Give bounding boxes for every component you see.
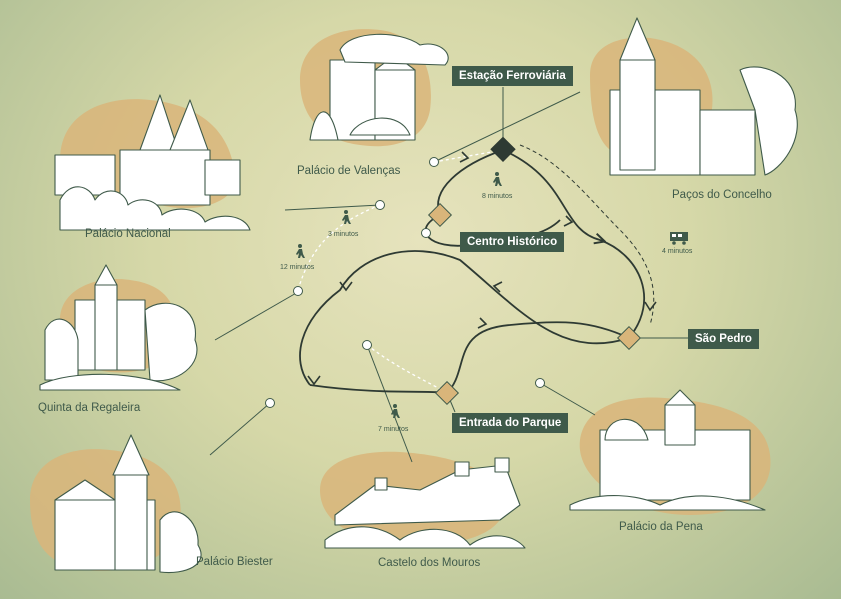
label-palacio-nacional: Palácio Nacional (85, 228, 171, 240)
walk-path-station (433, 149, 504, 163)
pin-pena[interactable] (535, 378, 545, 388)
stop-marker-icon[interactable] (434, 380, 460, 406)
pin-mouros[interactable] (362, 340, 372, 350)
route-arrows (307, 151, 657, 386)
walk-path-regaleira (297, 204, 381, 291)
illustration-palacio-biester (54, 434, 202, 574)
label-quinta-regaleira: Quinta da Regaleira (38, 402, 141, 414)
walker-icon (493, 172, 502, 186)
stop-label-centro[interactable]: Centro Histórico (460, 232, 565, 252)
tram-icon (670, 232, 688, 245)
route-arrow-7 (459, 151, 470, 163)
label-castelo-mouros: Castelo dos Mouros (378, 557, 481, 569)
walk-time-station-centro: 8 minutos (482, 193, 513, 200)
stop-label-estacao[interactable]: Estação Ferroviária (452, 66, 573, 86)
route-arrow-5 (307, 375, 321, 386)
pin-nacional[interactable] (375, 200, 385, 210)
route-arrow-2 (644, 301, 657, 312)
place-pins[interactable] (265, 157, 545, 408)
illustration-palacio-valencas (309, 33, 449, 141)
route-arrow-4 (339, 281, 353, 292)
walker-icon (342, 210, 351, 224)
pin-regaleira[interactable] (293, 286, 303, 296)
road-to-pena (519, 144, 655, 326)
illustration-quinta-regaleira (39, 264, 198, 391)
label-palacio-biester: Palácio Biester (196, 556, 273, 568)
walk-time-parque: 7 minutos (378, 426, 409, 433)
route-segment-entrada (309, 384, 448, 394)
walk-path-parque (366, 344, 448, 394)
illustration-castelo-mouros (324, 457, 526, 549)
illustration-palacio-pena (569, 389, 766, 511)
connector-nacional (284, 204, 381, 211)
route-segment-saopedro-west (299, 250, 630, 386)
label-pacos-concelho: Paços do Concelho (672, 189, 772, 201)
bus-route (299, 149, 646, 394)
pin-valencas[interactable] (429, 157, 439, 167)
walker-icon (391, 404, 400, 418)
connector-pena (539, 382, 596, 416)
illustrations (39, 17, 798, 574)
stop-marker-icon[interactable] (616, 325, 642, 351)
connector-biester (209, 402, 271, 456)
connector-lines (209, 87, 690, 463)
connector-valencas (433, 91, 581, 163)
route-segment-return (446, 321, 630, 394)
connector-regaleira (214, 291, 299, 341)
walk-time-regaleira: 12 minutos (280, 264, 315, 271)
label-palacio-pena: Palácio da Pena (619, 521, 703, 533)
stop-label-sao-pedro[interactable]: São Pedro (688, 329, 759, 349)
stop-label-entrada[interactable]: Entrada do Parque (452, 413, 569, 433)
illustration-pacos-concelho (609, 17, 798, 176)
walk-time-pena-road: 4 minutos (662, 248, 693, 255)
route-arrow-6 (477, 317, 488, 329)
label-palacio-valencas: Palácio de Valenças (297, 165, 401, 177)
route-arrow-3 (492, 281, 503, 293)
pin-biester[interactable] (265, 398, 275, 408)
illustration-palacio-nacional (54, 94, 251, 231)
station-marker-icon[interactable] (490, 136, 516, 163)
stop-marker-icon[interactable] (427, 202, 453, 228)
walker-icon (296, 244, 305, 258)
connector-mouros (366, 344, 413, 463)
walk-time-nacional: 3 minutos (328, 231, 359, 238)
route-arrow-1 (563, 215, 574, 227)
route-segment-station-saopedro (502, 149, 646, 339)
pin-centro[interactable] (421, 228, 431, 238)
